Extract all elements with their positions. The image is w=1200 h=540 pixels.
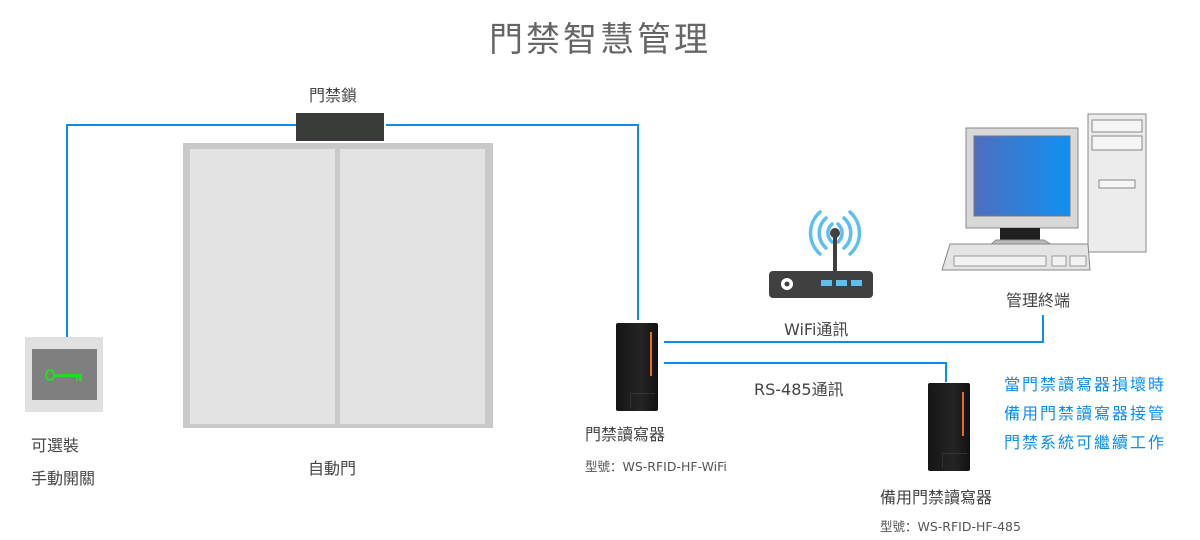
key-icon (45, 369, 82, 381)
wire-rs485-link (664, 362, 947, 364)
note-line-1: 當門禁讀寫器損壞時 (1004, 375, 1167, 394)
terminal-label: 管理終端 (1006, 291, 1071, 310)
rfid-reader-icon (616, 323, 658, 411)
wire-wifi-link (664, 341, 1044, 343)
door-lock-icon (296, 113, 384, 141)
note-line-3: 門禁系統可繼續工作 (1004, 433, 1167, 452)
double-door-icon (183, 143, 493, 428)
reader-slot (942, 453, 967, 468)
reader-backup-model: 型號：WS-RFID-HF-485 (880, 519, 1021, 534)
switch-label-line1: 可選裝 (31, 436, 80, 455)
switch-plate (32, 349, 97, 400)
wire-switch-to-lock-v (66, 124, 68, 337)
reader-main-label: 門禁讀寫器 (585, 425, 666, 444)
note-line-2: 備用門禁讀寫器接管 (1004, 404, 1167, 423)
door-panel-right (340, 149, 485, 424)
diagram-title: 門禁智慧管理 (489, 20, 711, 60)
wire-rs485-to-backup-v (945, 362, 947, 382)
wire-lock-to-reader-v (637, 124, 639, 320)
desktop-computer-icon (941, 113, 1147, 271)
reader-slot (630, 393, 655, 408)
wire-switch-to-lock-h (66, 124, 297, 126)
switch-label-line2: 手動開關 (31, 469, 96, 488)
wire-wifi-to-terminal-v (1042, 315, 1044, 343)
backup-rfid-reader-icon (928, 383, 970, 471)
manual-switch (25, 337, 103, 412)
door-label: 自動門 (308, 459, 357, 478)
lock-label: 門禁鎖 (309, 86, 358, 105)
wire-lock-to-reader-h (386, 124, 639, 126)
wifi-router-icon (769, 210, 873, 298)
rs485-link-label: RS-485通訊 (754, 380, 844, 399)
reader-led (962, 392, 964, 436)
reader-led (650, 332, 652, 376)
door-panel-left (190, 149, 335, 424)
failover-note: 當門禁讀寫器損壞時 備用門禁讀寫器接管 門禁系統可繼續工作 (1004, 370, 1166, 457)
wifi-link-label: WiFi通訊 (784, 320, 849, 339)
reader-main-model: 型號：WS-RFID-HF-WiFi (585, 459, 727, 474)
reader-backup-label: 備用門禁讀寫器 (880, 488, 993, 507)
